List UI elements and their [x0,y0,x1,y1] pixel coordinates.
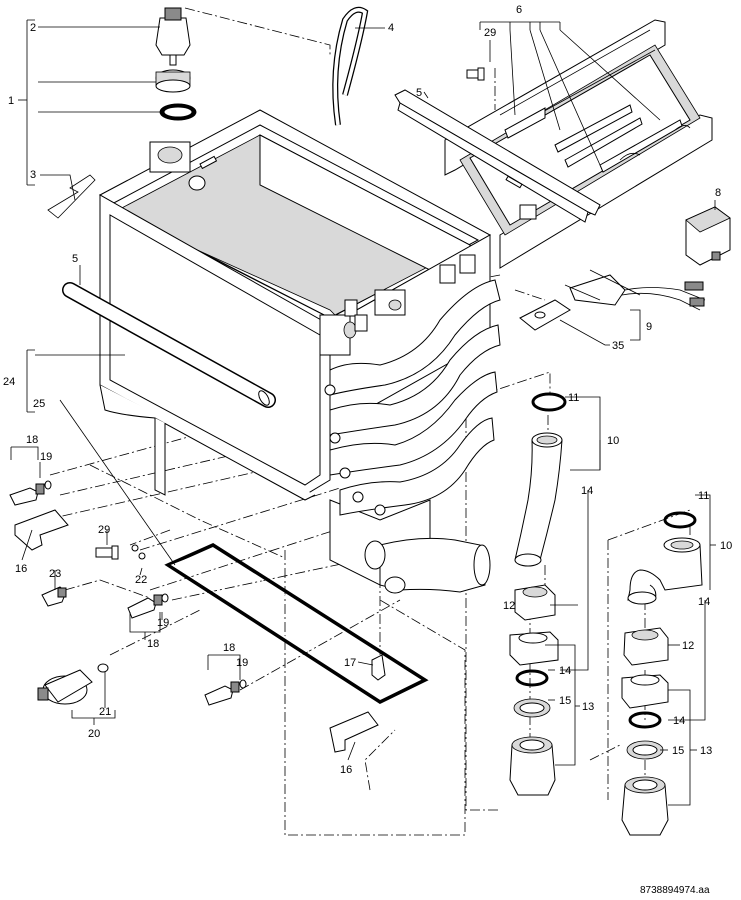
pressure-switch [37,663,109,705]
label-6: 6 [516,4,522,16]
clip-part-3 [47,174,96,219]
label-10-right: 10 [720,540,732,552]
label-9: 9 [646,321,652,333]
label-14-b: 14 [559,665,571,677]
label-16-bottom: 16 [340,764,352,776]
label-12-right: 12 [682,640,694,652]
label-15-left: 15 [559,695,571,707]
label-18-c: 18 [223,642,235,654]
label-16-left: 16 [15,563,27,575]
label-14-d: 14 [673,715,685,727]
label-24: 24 [3,376,15,388]
label-23: 23 [49,568,61,580]
burner-rail-assembly [394,19,713,269]
leader-lines [10,19,716,806]
ignition-transformer [685,206,731,266]
label-5-top: 5 [416,87,422,99]
label-14-a: 14 [581,485,593,497]
label-8: 8 [715,187,721,199]
label-1: 1 [8,95,14,107]
hose [332,6,369,126]
label-18-b: 18 [147,638,159,650]
label-25: 25 [33,398,45,410]
gasket [164,543,429,705]
electrode-set [564,269,706,311]
label-12-left: 12 [503,600,515,612]
label-21: 21 [99,706,111,718]
temperature-sensors [9,480,247,706]
heat-exchanger-body [98,109,501,594]
label-5-left: 5 [72,253,78,265]
label-11-right: 11 [698,490,709,502]
label-14-c: 14 [698,596,710,608]
label-4: 4 [388,22,394,34]
label-22: 22 [135,574,147,586]
label-15-right: 15 [672,745,684,757]
reference-number: 8738894974.aa [640,885,710,896]
label-17: 17 [344,657,356,669]
screws-and-plugs [41,544,146,607]
label-2: 2 [30,22,36,34]
label-29-left: 29 [98,524,110,536]
label-19-b: 19 [157,617,169,629]
label-19-a: 19 [40,451,52,463]
rod-left [62,282,276,408]
air-vent-assembly [155,7,197,121]
pipe-assembly-left [509,392,567,796]
label-11-left: 11 [568,392,579,404]
label-10-left: 10 [607,435,619,447]
label-18-a: 18 [26,434,38,446]
label-35: 35 [612,340,624,352]
label-19-c: 19 [236,657,248,669]
label-3: 3 [30,169,36,181]
label-20: 20 [88,728,100,740]
label-13-right: 13 [700,745,712,757]
label-13-left: 13 [582,701,594,713]
pipe-assembly-right [621,511,703,836]
label-29-top: 29 [484,27,496,39]
part-labels: 1 2 3 4 5 5 6 8 9 10 10 11 11 12 12 13 1… [3,4,732,896]
mounting-plate [519,299,571,331]
